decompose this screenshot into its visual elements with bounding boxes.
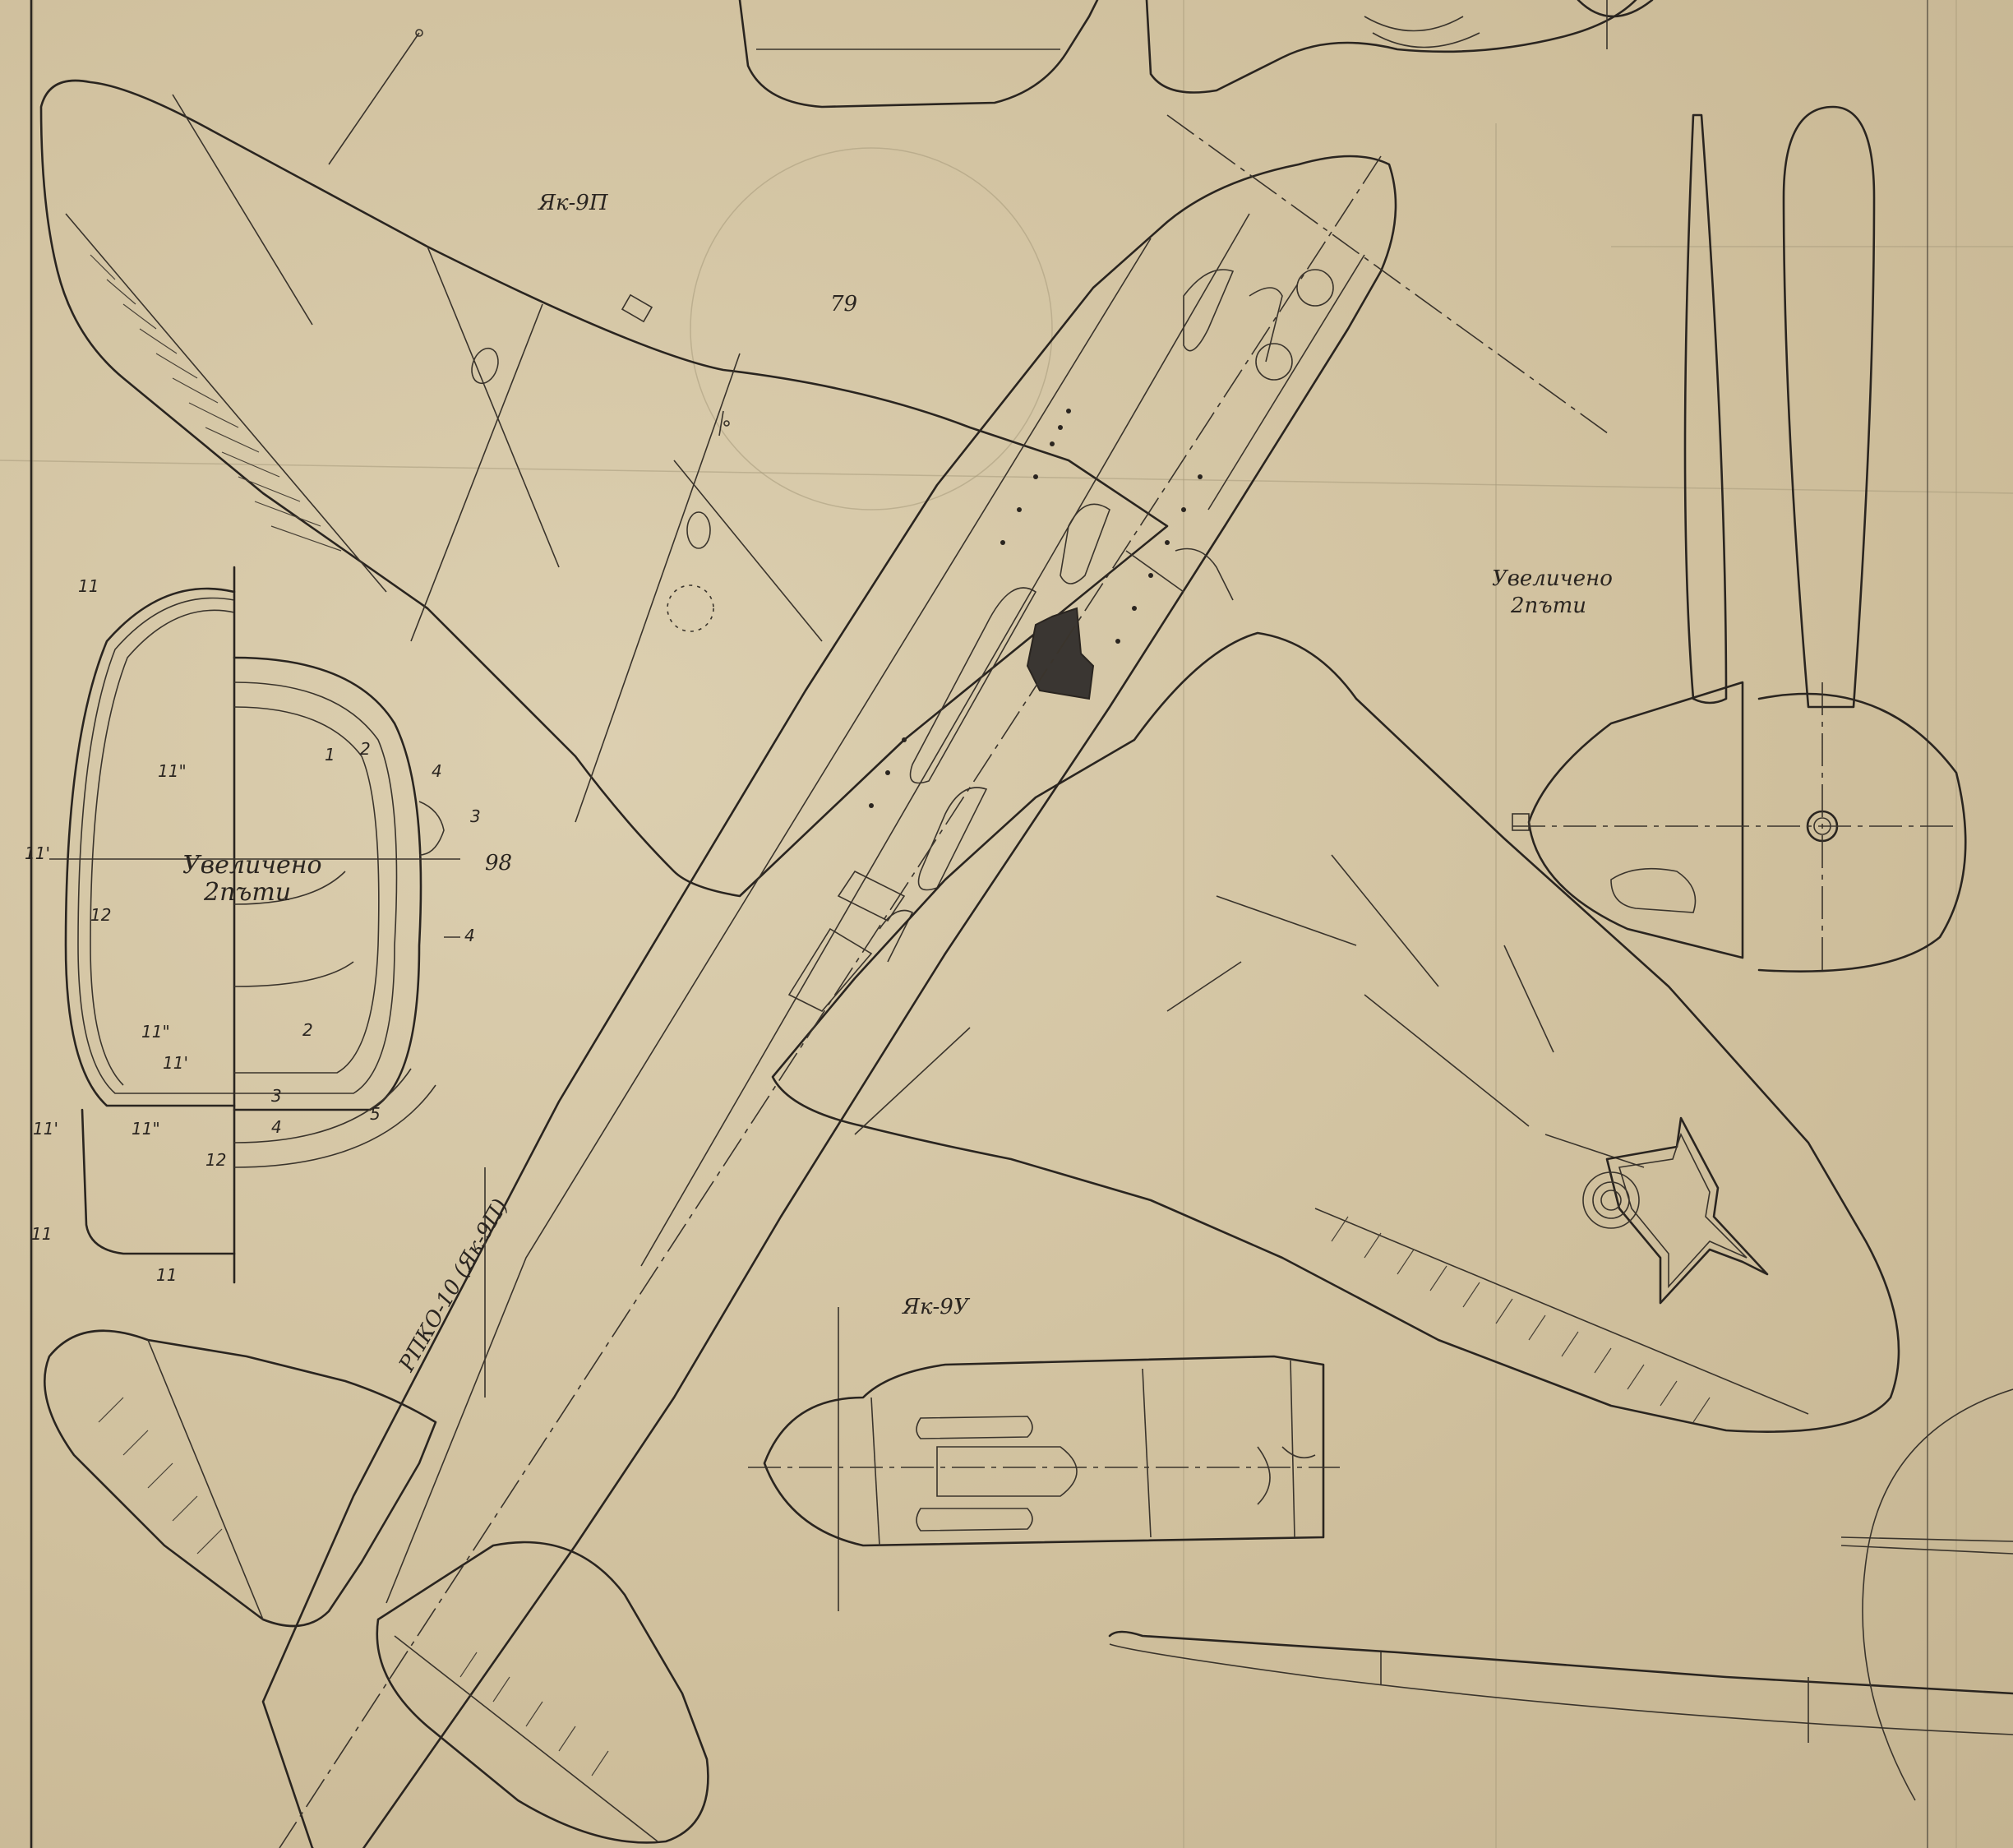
part-number: 1 (325, 745, 335, 765)
label-enlarged-right-1: Увеличено (1492, 566, 1613, 591)
side-view-fragment (738, 0, 1928, 1848)
part-number: 4 (432, 761, 442, 781)
part-number: 2 (302, 1020, 313, 1040)
part-number: 5 (370, 1104, 381, 1124)
part-number: 12 (90, 905, 111, 925)
canopy-part-numbers: 11 11" 11' 12 1 2 4 3 4 2 11" 11' 3 4 5 … (25, 576, 481, 1285)
label-radio: РПКО-10 (Як-9П) (395, 1195, 514, 1377)
wing-star-insignia (1605, 1116, 1769, 1305)
label-nose-view: Як-9У (902, 1295, 971, 1319)
part-number: 11' (25, 843, 50, 863)
part-number: 11' (163, 1053, 188, 1073)
part-number: 11" (132, 1119, 160, 1139)
part-number: 3 (271, 1086, 282, 1106)
part-number: 11 (31, 1224, 52, 1244)
part-number: 2 (360, 739, 371, 759)
label-callout-79: 79 (830, 292, 857, 316)
label-enlarged-right-2: 2пъти (1510, 594, 1586, 618)
part-number: 11" (158, 761, 187, 781)
label-callout-98: 98 (485, 851, 512, 875)
plan-view-aircraft (39, 29, 1900, 1848)
nose-view-yak9u (748, 1307, 1340, 1611)
drawing-labels: Як-9П 79 98 Увеличено 2пъти Увеличено 2п… (182, 191, 1613, 1376)
part-number: 11' (33, 1119, 58, 1139)
part-number: 12 (205, 1150, 226, 1170)
label-enlarged-left-2: 2пъти (203, 878, 291, 907)
part-number: 3 (470, 806, 481, 826)
tailplane-starboard (376, 1541, 709, 1844)
tailplane-port (44, 1329, 437, 1628)
canopy-detail (49, 566, 460, 1284)
part-number: 4 (464, 926, 475, 945)
part-number: 4 (271, 1117, 282, 1137)
part-number: 11 (156, 1265, 177, 1285)
part-number: 11" (141, 1022, 170, 1042)
label-wing-top: Як-9П (538, 191, 609, 215)
part-number: 11 (78, 576, 99, 596)
propeller-spinner-detail (1512, 105, 1967, 973)
lower-right-wing-section (1108, 1388, 2013, 1801)
label-enlarged-left-1: Увеличено (182, 851, 322, 880)
cockpit-armor (1026, 607, 1095, 700)
wing-port (39, 79, 1169, 898)
